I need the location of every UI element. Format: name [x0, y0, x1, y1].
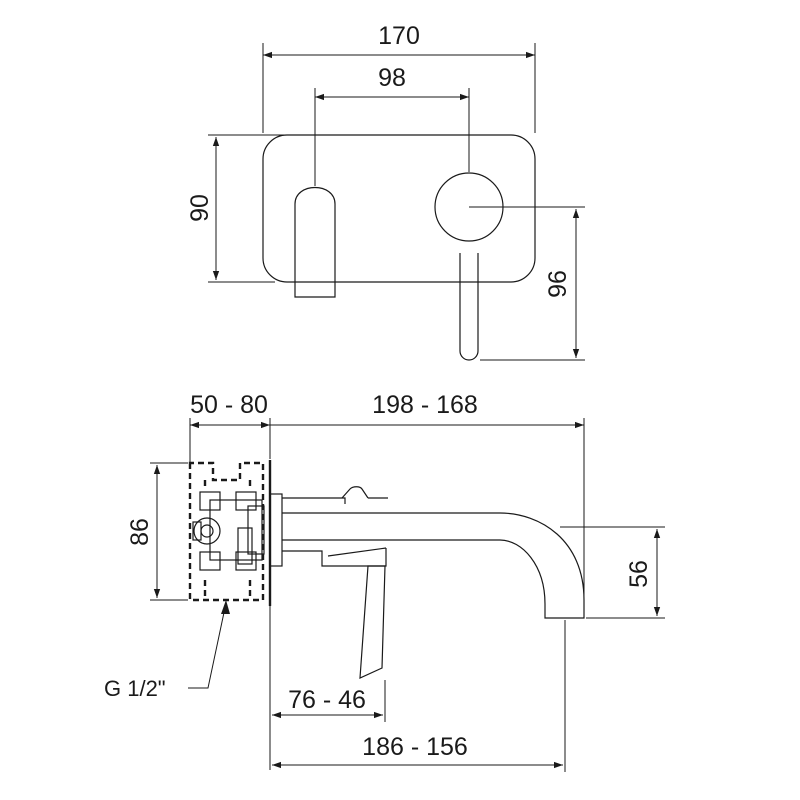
dim-body-height: 86 [126, 518, 154, 546]
side-spout [282, 512, 585, 619]
wall-plate [262, 134, 536, 283]
front-lever [459, 253, 479, 361]
lever-knob [341, 486, 369, 499]
dim-lever: 96 [544, 270, 572, 298]
dim-width: 170 [378, 22, 420, 50]
dim-spacing: 98 [378, 64, 406, 92]
side-view: 50 - 80 198 - 168 86 56 G 1/2" 76 - 46 1… [104, 391, 665, 772]
side-lever [359, 565, 386, 679]
dim-connection: G 1/2" [104, 676, 166, 701]
dim-total-reach: 186 - 156 [362, 733, 468, 761]
dim-depth: 50 - 80 [190, 391, 268, 419]
inlet-fitting [193, 517, 221, 545]
dim-height: 90 [186, 194, 214, 222]
dim-spout-height: 56 [625, 560, 653, 588]
front-spout [294, 186, 336, 298]
front-view: 170 98 90 96 [186, 22, 585, 361]
concealed-box [188, 461, 265, 602]
side-plate [269, 493, 283, 567]
dim-lever-reach: 76 - 46 [288, 686, 366, 714]
dim-spout-reach: 198 - 168 [372, 391, 478, 419]
